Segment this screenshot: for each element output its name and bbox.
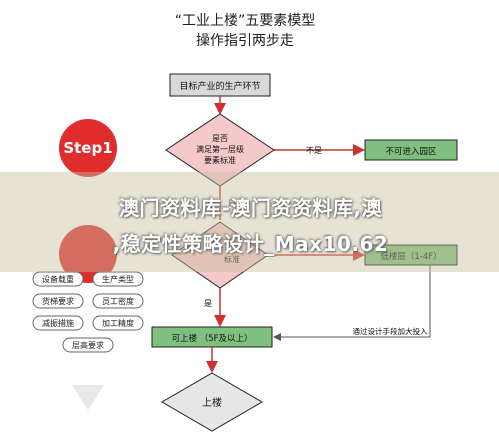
factor-tag <box>32 271 84 287</box>
factor-tag <box>92 271 144 287</box>
decision1-line1: 是否 <box>212 134 228 143</box>
partial-box <box>364 244 458 266</box>
yes-label: 是 <box>228 199 236 208</box>
overlay-banner <box>0 172 499 272</box>
factor-tag <box>32 315 84 331</box>
final-label: 上楼 <box>202 396 222 409</box>
partial-box-label: 低楼层（1-4F） <box>380 251 441 262</box>
overlay-text-line1: 澳门资料库-澳门资资料库,澳 <box>119 196 382 220</box>
diagram-title-line2: 操作指引两步走 <box>196 33 294 49</box>
step1-circle <box>59 119 117 177</box>
no-label: 不是 <box>306 146 322 155</box>
step1-label: Step1 <box>63 139 112 157</box>
factor-label: 员工密度 <box>102 296 134 306</box>
reject-box-label: 不可进入园区 <box>385 147 437 157</box>
arrow-investment-loop <box>273 265 431 341</box>
diagram-title-line1: “工业上楼”五要素模型 <box>174 13 316 29</box>
factor-label: 生产类型 <box>102 274 134 284</box>
decision2-fragment: 标准 <box>224 254 240 264</box>
factor-tag <box>92 293 144 309</box>
factor-tag <box>92 315 144 331</box>
factor-label: 货梯要求 <box>42 296 74 306</box>
factor-tag <box>62 337 114 353</box>
yes-label-2: 是 <box>204 299 212 308</box>
step2-circle <box>59 225 117 283</box>
factor-label: 设备载重 <box>42 274 74 284</box>
investment-note: 通过设计手段加大投入 <box>353 326 428 336</box>
reject-box <box>364 139 458 161</box>
factor-label: 层高要求 <box>72 340 104 350</box>
factor-label: 减振措施 <box>42 318 74 328</box>
final-diamond <box>161 372 263 432</box>
factor-tags: 设备载重 生产类型 货梯要求 员工密度 减振措施 加工精度 层高要求 <box>32 271 144 353</box>
overlay-text-line2: ,稳定性策略设计_Max10.62 <box>112 232 389 256</box>
factor-label: 加工精度 <box>102 318 134 328</box>
down-arrow-shape <box>72 385 104 410</box>
start-box-label: 目标产业的生产环节 <box>179 80 260 92</box>
factor-tag <box>32 293 84 309</box>
decision1-line2: 满足第一层级 <box>196 144 244 154</box>
up-box-label: 可上楼 （5F及以上） <box>172 333 253 344</box>
decision1-line3: 要素标准 <box>204 155 236 165</box>
